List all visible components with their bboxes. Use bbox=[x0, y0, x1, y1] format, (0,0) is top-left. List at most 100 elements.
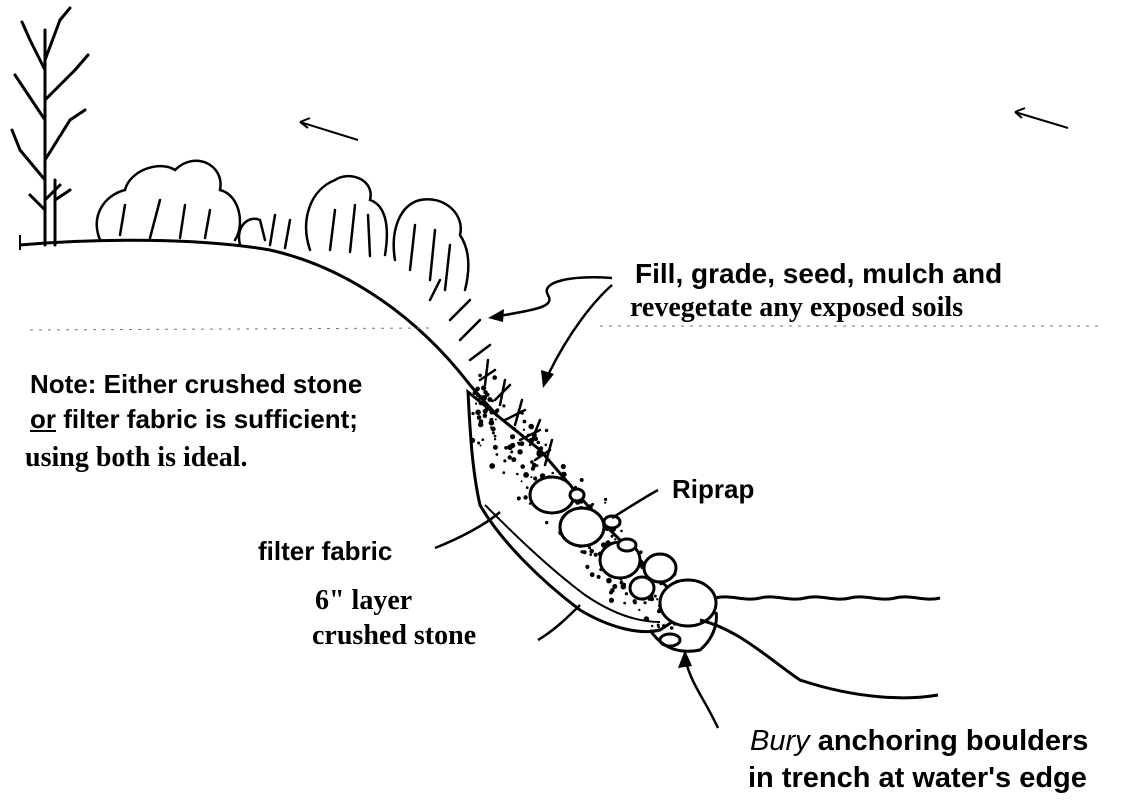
stone-dot bbox=[620, 530, 623, 533]
stone-dot bbox=[644, 601, 647, 604]
fill-label-line1: Fill, grade, seed, mulch and bbox=[635, 258, 1002, 289]
stone-dot bbox=[503, 459, 506, 462]
stone-dot bbox=[507, 445, 513, 451]
stone-dot bbox=[480, 445, 482, 447]
stone-dot bbox=[477, 415, 482, 420]
stone-dot bbox=[597, 575, 601, 579]
stone-dot bbox=[588, 546, 591, 549]
bury-italic: Bury bbox=[750, 725, 810, 757]
stone-dot bbox=[606, 578, 612, 584]
boulder bbox=[618, 539, 636, 551]
note-label-line1: Note: Either crushed stone bbox=[30, 370, 362, 399]
stone-dot bbox=[523, 420, 527, 424]
stone-dot bbox=[528, 424, 534, 430]
bury-leader-line bbox=[686, 662, 718, 728]
note-rest: filter fabric is sufficient; bbox=[56, 404, 358, 434]
stone-dot bbox=[656, 598, 658, 600]
stone-dot bbox=[502, 471, 505, 474]
stone-dot bbox=[494, 435, 497, 438]
stone-dot bbox=[521, 480, 523, 482]
bird-icons bbox=[300, 108, 1068, 140]
stone-dot bbox=[585, 565, 589, 569]
filter-fabric-label: filter fabric bbox=[258, 537, 392, 566]
stone-dot bbox=[633, 601, 637, 605]
stone-dot bbox=[481, 395, 487, 401]
stone-dot bbox=[496, 408, 499, 411]
stone-dot bbox=[580, 550, 583, 553]
stone-dot bbox=[489, 420, 495, 426]
stone-dot bbox=[609, 598, 614, 603]
stone-dot bbox=[475, 403, 477, 405]
stone-dot bbox=[612, 584, 617, 589]
arrowhead bbox=[541, 370, 554, 388]
stone-dot bbox=[496, 453, 499, 456]
stone-dot bbox=[537, 441, 541, 445]
stone-dot bbox=[625, 592, 628, 595]
stone-dot bbox=[551, 472, 554, 475]
stone-dot bbox=[523, 429, 525, 431]
stone-dot bbox=[530, 460, 534, 464]
stone-dot bbox=[638, 609, 640, 611]
stone-dot bbox=[481, 385, 486, 390]
stone-label-line1: 6" layer bbox=[315, 585, 412, 616]
boulder bbox=[560, 508, 604, 546]
stone-dot bbox=[492, 432, 495, 435]
stone-dot bbox=[478, 422, 483, 427]
stone-dot bbox=[591, 503, 594, 506]
stone-dot bbox=[561, 472, 567, 478]
stone-dot bbox=[545, 429, 548, 432]
stone-dot bbox=[517, 496, 521, 500]
stone-dot bbox=[482, 438, 485, 441]
stone-dot bbox=[520, 441, 525, 446]
tree-icon bbox=[12, 8, 88, 245]
note-or: or bbox=[30, 404, 56, 434]
stone-dot bbox=[508, 455, 512, 459]
stone-dot bbox=[621, 584, 627, 590]
stone-dot bbox=[491, 427, 496, 432]
stone-dot bbox=[536, 464, 539, 467]
arrowhead bbox=[488, 309, 504, 322]
stone-dot bbox=[604, 498, 607, 501]
fill-leader-line bbox=[500, 277, 612, 316]
stone-dot bbox=[473, 391, 477, 395]
boulder bbox=[570, 489, 584, 501]
stone-dot bbox=[489, 463, 495, 469]
water-surface bbox=[715, 597, 940, 599]
boulder bbox=[630, 577, 654, 599]
stone-dot bbox=[533, 476, 537, 480]
stone-dot bbox=[670, 626, 674, 630]
stone-dot bbox=[490, 412, 492, 414]
stone-dot bbox=[594, 553, 598, 557]
stone-dot bbox=[651, 625, 653, 627]
bury-rest: anchoring boulders bbox=[810, 725, 1089, 757]
fill-leader-line-2 bbox=[548, 285, 612, 375]
note-label-line2: or filter fabric is sufficient; bbox=[30, 405, 358, 434]
stone-dot bbox=[590, 572, 595, 577]
stone-dot bbox=[483, 414, 488, 419]
stone-dot bbox=[517, 449, 522, 454]
boulder bbox=[530, 477, 574, 513]
stone-dot bbox=[510, 450, 513, 453]
bury-label-line1: Bury anchoring boulders bbox=[750, 725, 1088, 757]
stone-dot bbox=[494, 438, 496, 440]
stone-dot bbox=[611, 535, 614, 538]
stone-dot bbox=[561, 464, 566, 469]
stone-dot bbox=[493, 445, 498, 450]
stone-dot bbox=[510, 434, 515, 439]
stone-dot bbox=[539, 446, 543, 450]
stone-dot bbox=[477, 442, 480, 445]
stone-dot bbox=[478, 374, 482, 378]
crushed-stone-leader-line bbox=[538, 605, 580, 640]
note-label-line3: using both is ideal. bbox=[25, 442, 248, 473]
stone-dot bbox=[623, 602, 626, 605]
bury-label-line2: in trench at water's edge bbox=[748, 762, 1087, 794]
stone-dot bbox=[662, 624, 666, 628]
stone-dot bbox=[492, 375, 497, 380]
stone-dot bbox=[609, 591, 613, 595]
lake-bottom-line bbox=[700, 620, 938, 698]
stone-dot bbox=[471, 412, 474, 415]
stone-dot bbox=[531, 467, 535, 471]
stone-dot bbox=[530, 476, 532, 478]
stone-dot bbox=[520, 464, 525, 469]
stone-dot bbox=[537, 450, 540, 453]
